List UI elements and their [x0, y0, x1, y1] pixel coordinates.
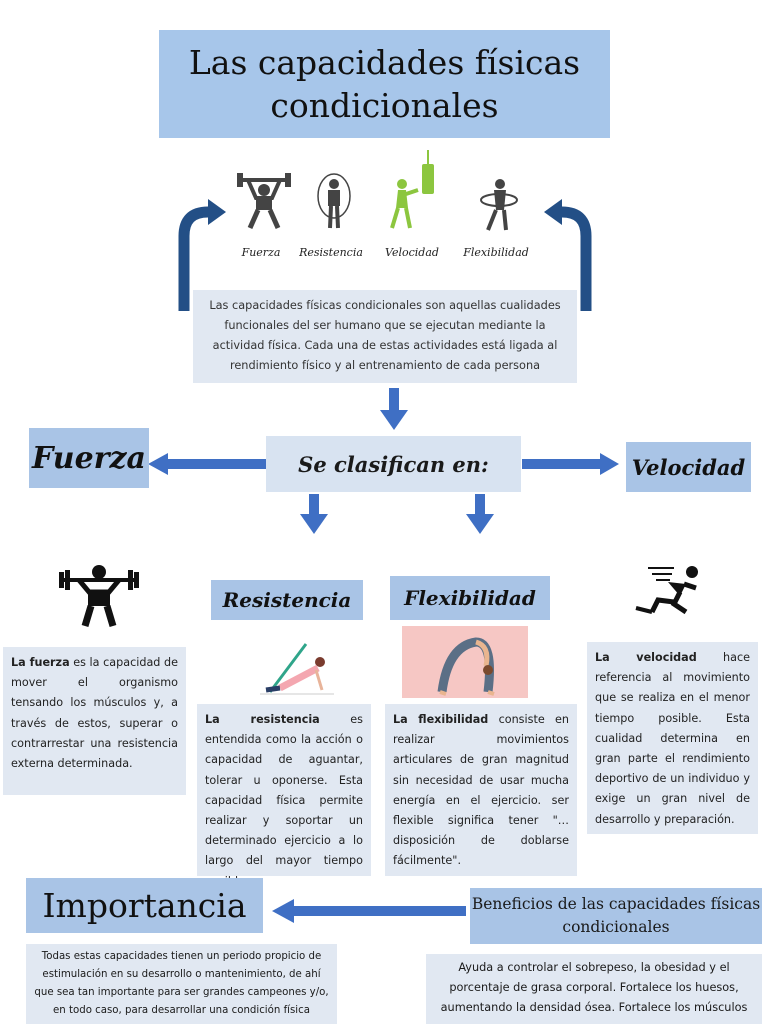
flexibilidad-term: La flexibilidad [393, 713, 489, 726]
resistencia-term: La resistencia [205, 713, 320, 726]
curved-arrow-right [544, 199, 592, 311]
beneficios-heading-text: Beneficios de las capacidades físicas co… [471, 895, 761, 936]
arrow-left-icon [148, 453, 266, 475]
weightlifter-large-icon [59, 565, 139, 628]
title-box: Las capacidades físicas condicionales [159, 30, 610, 138]
importancia-heading: Importancia [26, 878, 263, 933]
arrow-right-icon [522, 453, 619, 475]
velocidad-heading-text: Velocidad [631, 454, 746, 480]
velocidad-heading: Velocidad [626, 442, 751, 492]
fuerza-heading-text: Fuerza [32, 440, 146, 476]
curved-arrow-left [178, 199, 226, 311]
flexibilidad-description: La flexibilidad consiste en realizar mov… [385, 704, 577, 876]
fuerza-description: La fuerza es la capacidad de mover el or… [3, 647, 186, 795]
velocidad-description: La velocidad hace referencia al movimien… [587, 642, 758, 834]
classify-label: Se clasifican en: [298, 451, 489, 477]
weightlifter-icon [237, 173, 291, 230]
icon-label-resistencia: Resistencia [299, 246, 363, 259]
intro-text: Las capacidades físicas condicionales so… [193, 290, 577, 383]
fuerza-text: es la capacidad de mover el organismo te… [11, 656, 178, 771]
beneficios-description: Ayuda a controlar el sobrepeso, la obesi… [426, 954, 762, 1024]
resistencia-description: La resistencia es entendida como la acci… [197, 704, 371, 888]
runner-icon [635, 566, 698, 615]
jump-rope-icon [317, 173, 351, 229]
fuerza-heading: Fuerza [29, 428, 149, 488]
arrow-down-resistencia-icon [300, 494, 328, 534]
icon-label-flexibilidad: Flexibilidad [463, 246, 529, 259]
importancia-description: Todas estas capacidades tienen un period… [26, 944, 337, 1024]
flexibilidad-heading: Flexibilidad [390, 576, 550, 620]
importancia-heading-text: Importancia [42, 886, 247, 925]
flexibilidad-heading-text: Flexibilidad [404, 586, 536, 610]
resistencia-heading-text: Resistencia [222, 588, 352, 612]
page-title: Las capacidades físicas condicionales [188, 43, 581, 125]
beneficios-heading: Beneficios de las capacidades físicas co… [470, 888, 762, 944]
arrow-down-flexibilidad-icon [466, 494, 494, 534]
resistencia-image [250, 626, 340, 696]
arrow-down-icon [380, 388, 408, 430]
classify-box: Se clasifican en: [266, 436, 521, 492]
flexibilidad-text: consiste en realizar movimientos articul… [393, 713, 569, 868]
boxer-icon [390, 150, 434, 229]
fuerza-term: La fuerza [11, 656, 70, 669]
hula-hoop-icon [480, 179, 518, 231]
velocidad-text: hace referencia al movimiento que se rea… [595, 651, 750, 826]
resistencia-heading: Resistencia [211, 580, 363, 620]
flexibilidad-image [402, 626, 528, 698]
arrow-left-importancia-icon [272, 899, 466, 923]
velocidad-term: La velocidad [595, 651, 697, 664]
resistencia-text: es entendida como la acción o capacidad … [205, 713, 363, 888]
icon-label-velocidad: Velocidad [385, 246, 439, 259]
icon-label-fuerza: Fuerza [241, 246, 281, 259]
